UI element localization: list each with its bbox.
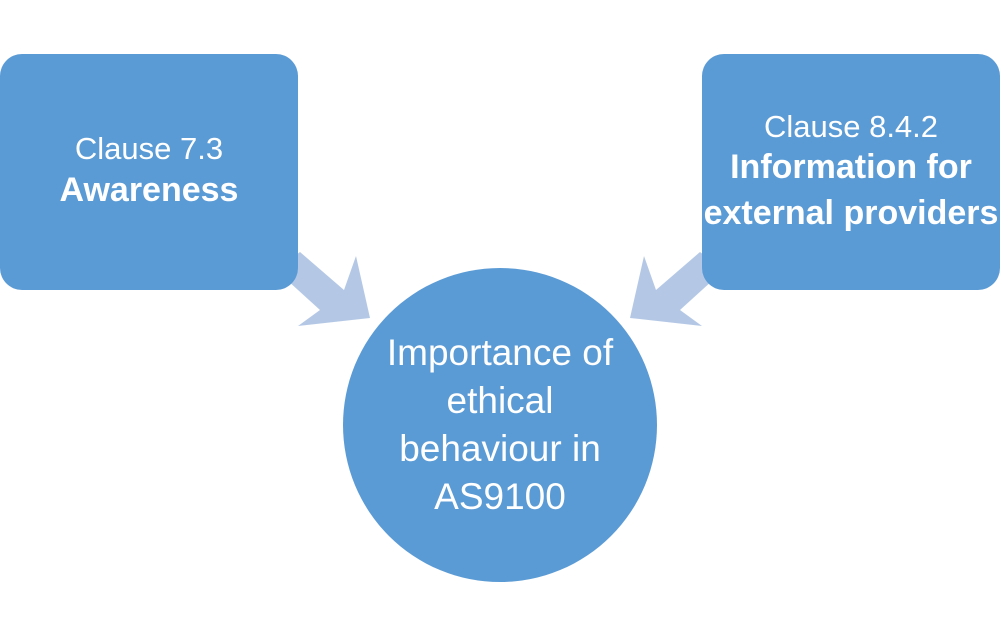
right-clause-label: Clause 8.4.2 — [763, 108, 939, 144]
clause-8-4-2-box: Clause 8.4.2 Information for external pr… — [702, 54, 1000, 290]
left-arrow — [276, 252, 370, 326]
right-arrow — [630, 252, 724, 326]
clause-7-3-box: Clause 7.3 Awareness — [0, 54, 298, 290]
left-topic-label: Awareness — [59, 170, 239, 209]
central-concept-label: Importance of ethical behaviour in AS910… — [386, 331, 614, 518]
right-topic-label: Information for external providers — [703, 147, 999, 232]
central-concept-circle: Importance of ethical behaviour in AS910… — [343, 268, 657, 582]
left-clause-label: Clause 7.3 — [74, 131, 224, 167]
